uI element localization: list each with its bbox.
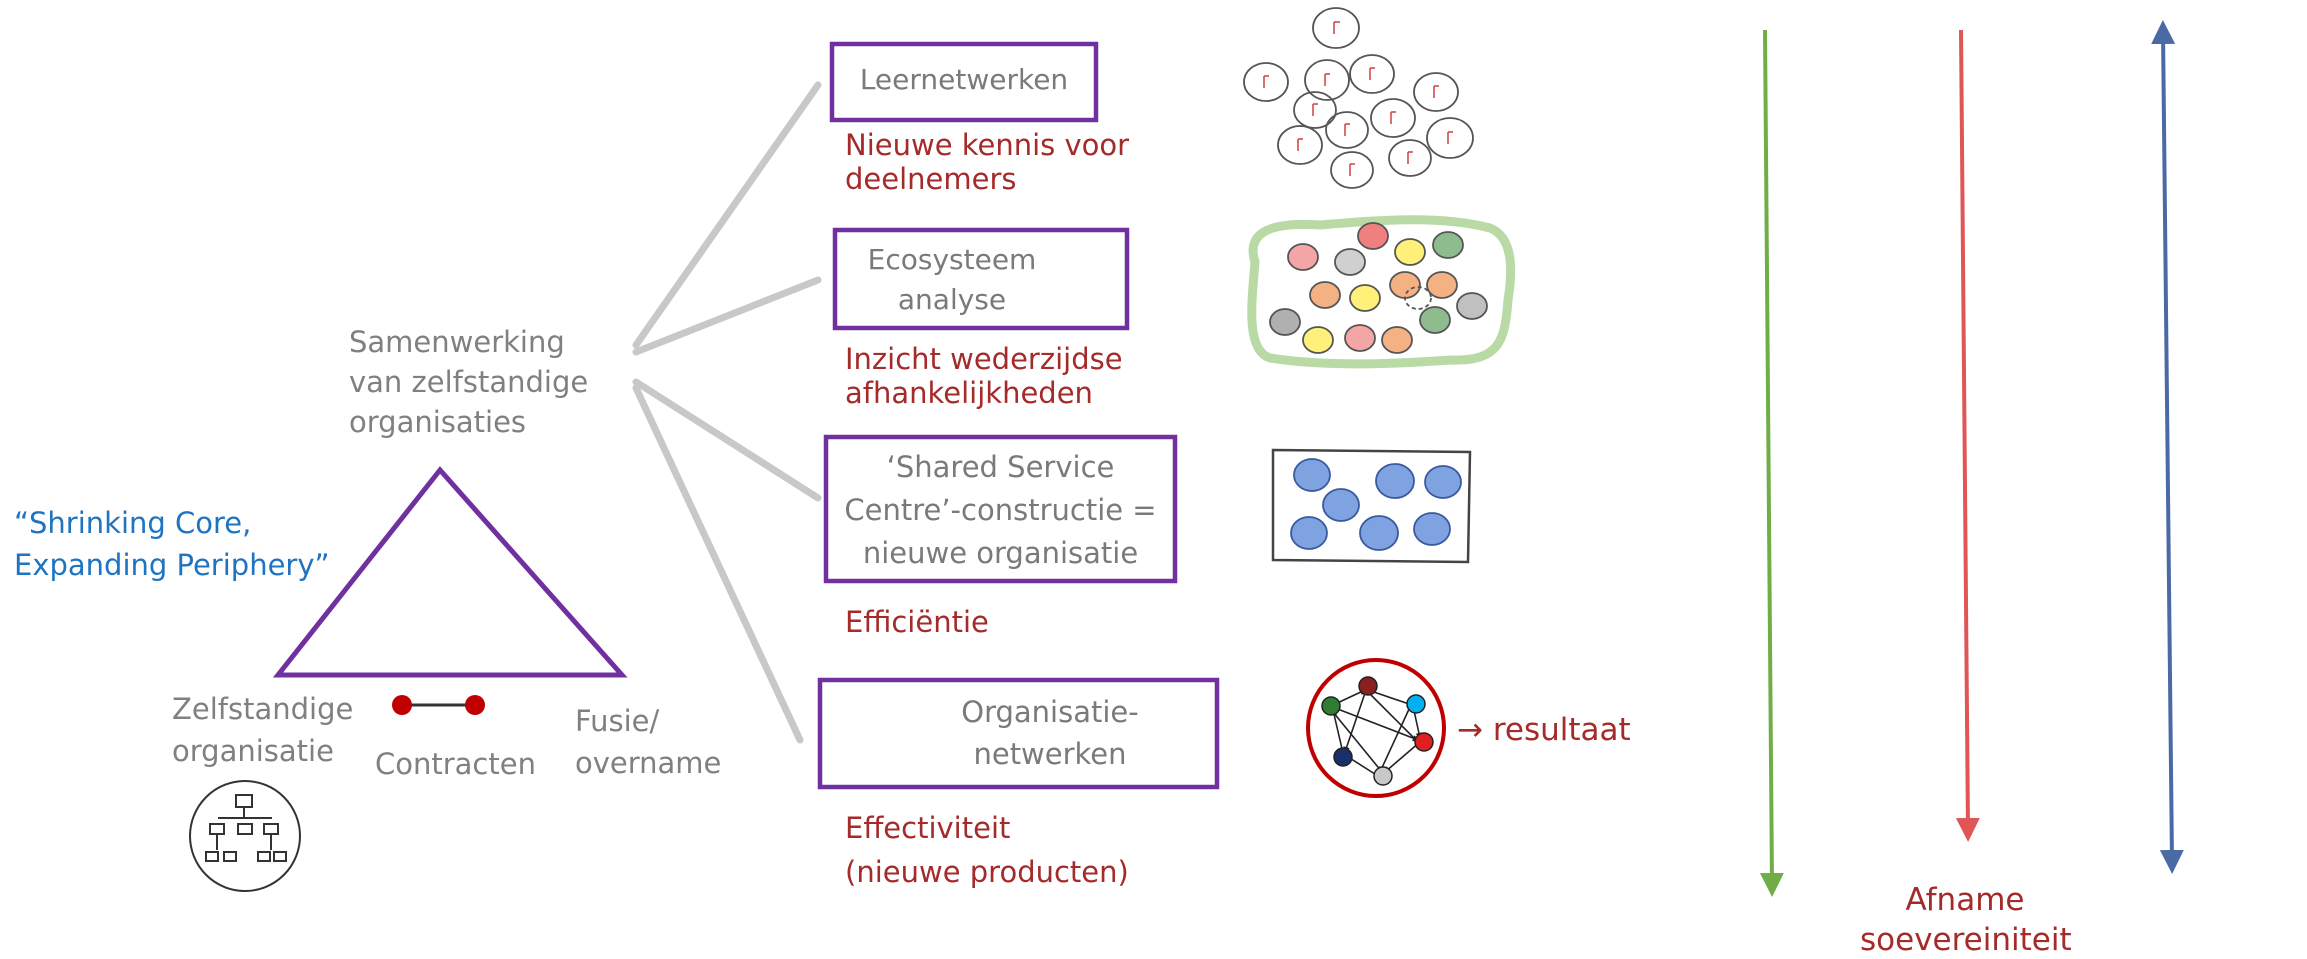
red-downward-arrow: [1955, 29, 1980, 842]
connector-leernetwerken: [632, 81, 822, 349]
box-leernetwerken-label: Leernetwerken: [859, 63, 1069, 96]
connector-ecosysteem: [632, 276, 822, 356]
triangle-middle-label: Contracten: [375, 747, 536, 781]
box-leernetwerken: [829, 41, 1099, 123]
blue-double-arrow: [2151, 20, 2184, 874]
box-organisatienetwerken-label: Organisatie- netwerken: [961, 695, 1139, 771]
connector-organisatienetwerken: [632, 384, 804, 744]
contracts-link-icon: [392, 695, 485, 715]
box-ecosysteem-label: Ecosysteem analyse: [867, 243, 1037, 316]
box-organisatienetwerken: [817, 677, 1220, 790]
note-organisatienetwerken: Effectiviteit (nieuwe producten): [845, 811, 1129, 889]
ecosystem-sketch: [1247, 215, 1516, 369]
result-label: → resultaat: [1457, 712, 1631, 748]
box-ecosysteem: [832, 227, 1130, 331]
shared-service-sketch: [1271, 448, 1472, 564]
org-chart-sketch-icon: [189, 780, 301, 892]
box-shared-service: [823, 434, 1178, 584]
green-downward-arrow: [1759, 29, 1784, 897]
center-label: Samenwerking van zelfstandige organisati…: [349, 325, 589, 439]
note-ecosysteem: Inzicht wederzijdse afhankelijkheden: [845, 342, 1123, 410]
connector-shared-service: [632, 378, 822, 502]
quote-text: “Shrinking Core, Expanding Periphery”: [14, 506, 330, 582]
network-sketch: [1306, 658, 1446, 798]
note-shared-service: Efficiëntie: [845, 605, 989, 639]
fan-connectors: [632, 81, 822, 744]
triangle-left-label: Zelfstandige organisatie: [172, 692, 354, 768]
loose-circles-sketch: [1243, 7, 1474, 189]
note-leernetwerken: Nieuwe kennis voor deelnemers: [845, 128, 1130, 196]
triangle-shape: [272, 466, 628, 678]
triangle-right-label: Fusie/ overname: [575, 704, 722, 780]
box-shared-service-label: ‘Shared Service Centre’-constructie = ni…: [844, 450, 1157, 570]
arrows-caption: Afname soevereiniteit: [1860, 882, 2072, 958]
